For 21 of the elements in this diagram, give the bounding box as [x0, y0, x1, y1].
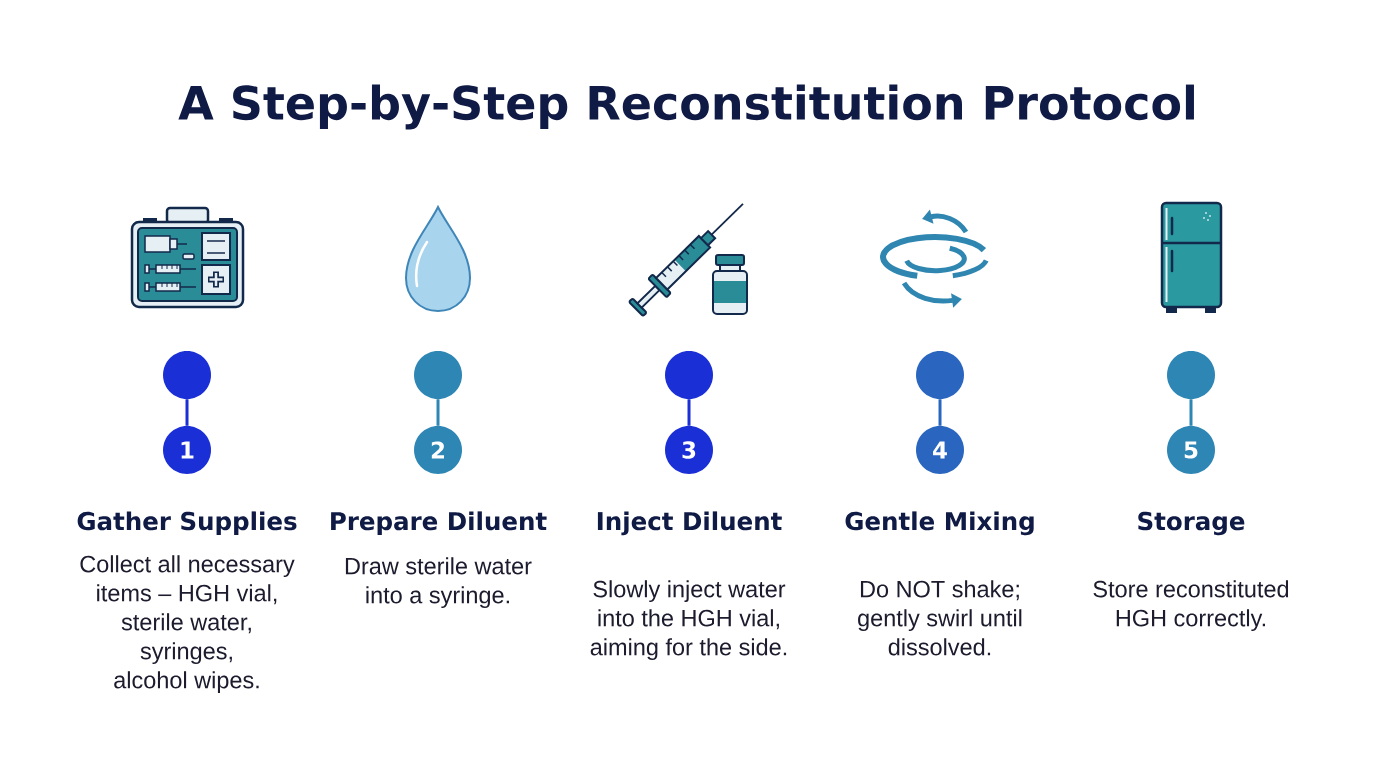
- connector-line: [1189, 399, 1193, 426]
- step-description: Do NOT shake; gently swirl until dissolved.: [858, 580, 1022, 656]
- step-description: Store reconstituted HGH correctly.: [1093, 580, 1289, 632]
- step-description: Collect all necessary items – HGH vial, sterile water, syringes, alcohol wipes.: [80, 555, 295, 694]
- step-dot: [665, 351, 713, 399]
- connector-line: [938, 399, 942, 426]
- step-description: Draw sterile water into a syringe.: [345, 557, 532, 609]
- step-dot: [414, 351, 462, 399]
- step-dot: [1167, 351, 1215, 399]
- step-heading: Inject Diluent: [597, 511, 782, 536]
- connector-line: [436, 399, 440, 426]
- title: A Step-by-Step Reconstitution Protocol: [178, 84, 1194, 130]
- step-heading: Gather Supplies: [77, 511, 297, 536]
- step-dot: [916, 351, 964, 399]
- step-description: Slowly inject water into the HGH vial, aiming for the side.: [590, 580, 787, 661]
- connector-line: [185, 399, 189, 426]
- step-heading: Prepare Diluent: [331, 511, 547, 536]
- step-dot: [163, 351, 211, 399]
- step-heading: Gentle Mixing: [845, 511, 1034, 536]
- step-heading: Storage: [1138, 511, 1245, 536]
- connector-line: [687, 399, 691, 426]
